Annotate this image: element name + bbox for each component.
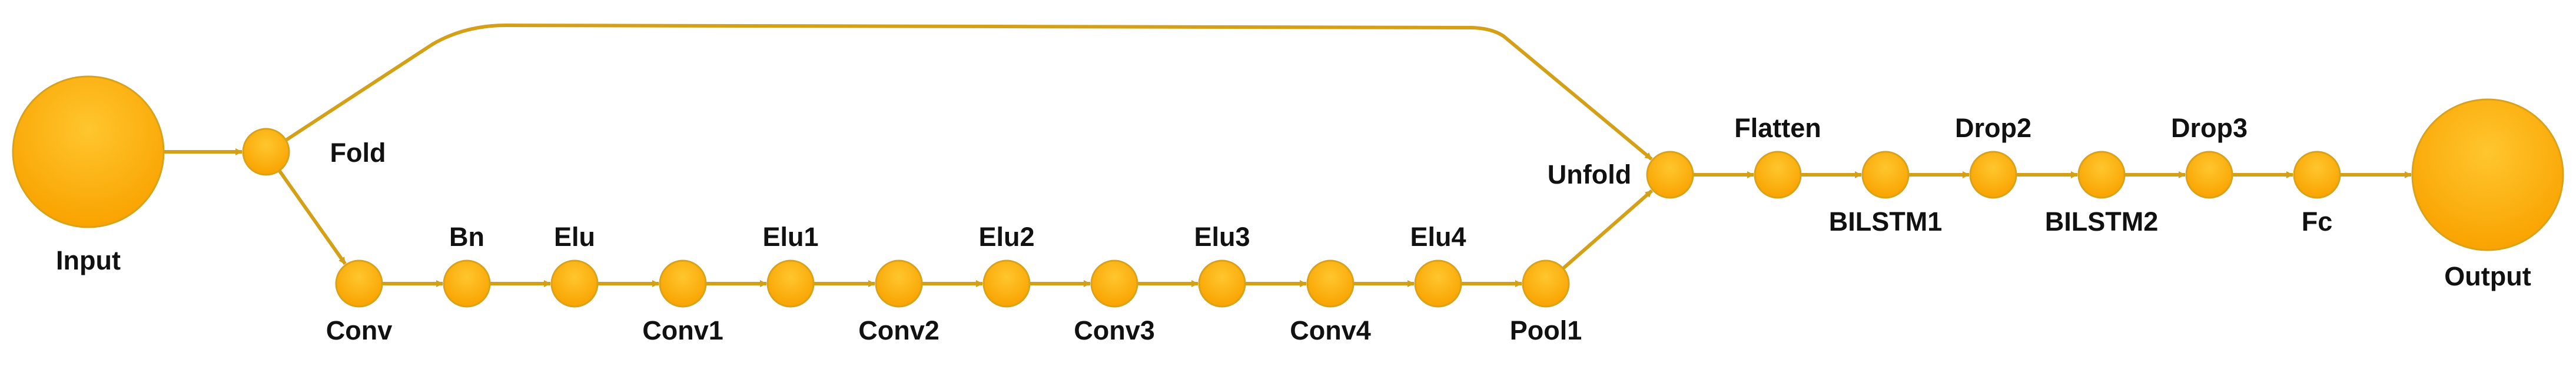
node-label-conv4: Conv4 [1290, 315, 1371, 345]
node-fc [2293, 151, 2341, 199]
node-label-output: Output [2444, 261, 2531, 291]
node-label-elu2: Elu2 [978, 222, 1034, 252]
node-label-conv2: Conv2 [858, 315, 940, 345]
node-bilstm2 [2077, 151, 2126, 199]
node-input [12, 75, 165, 228]
edge-pool1-to-unfold [1562, 189, 1654, 270]
node-elu2 [982, 259, 1031, 308]
node-label-elu1: Elu1 [762, 222, 818, 252]
node-label-bn: Bn [449, 222, 484, 252]
node-bn [443, 259, 491, 308]
node-elu4 [1414, 259, 1462, 308]
node-conv2 [875, 259, 923, 308]
node-pool1 [1522, 259, 1570, 308]
node-label-unfold: Unfold [1548, 159, 1631, 189]
node-label-pool1: Pool1 [1510, 315, 1582, 345]
node-drop3 [2185, 151, 2233, 199]
node-conv4 [1306, 259, 1355, 308]
node-label-bilstm1: BILSTM1 [1829, 207, 1943, 237]
node-label-conv3: Conv3 [1074, 315, 1155, 345]
node-fold [242, 128, 290, 176]
node-label-elu3: Elu3 [1194, 222, 1250, 252]
node-label-conv: Conv [326, 315, 393, 345]
node-drop2 [1969, 151, 2017, 199]
node-label-drop3: Drop3 [2171, 113, 2248, 143]
node-bilstm1 [1861, 151, 1910, 199]
node-output [2411, 98, 2564, 251]
node-conv1 [659, 259, 707, 308]
node-conv3 [1090, 259, 1138, 308]
node-label-elu: Elu [554, 222, 595, 252]
node-label-input: Input [56, 245, 121, 275]
node-label-drop2: Drop2 [1955, 113, 2031, 143]
nodes-layer [12, 75, 2564, 308]
node-label-flatten: Flatten [1734, 113, 1821, 143]
node-label-elu4: Elu4 [1410, 222, 1466, 252]
edges-layer [164, 23, 2412, 287]
node-unfold [1646, 151, 1694, 199]
node-elu3 [1198, 259, 1246, 308]
node-conv [335, 259, 383, 308]
edge-fold-to-unfold [285, 23, 1653, 161]
node-elu [550, 259, 599, 308]
node-label-bilstm2: BILSTM2 [2045, 207, 2159, 237]
node-elu1 [766, 259, 815, 308]
node-label-fc: Fc [2302, 207, 2333, 237]
node-label-conv1: Conv1 [642, 315, 723, 345]
edge-fold-to-conv [278, 169, 347, 265]
node-flatten [1754, 151, 1802, 199]
node-label-fold: Fold [330, 138, 386, 168]
